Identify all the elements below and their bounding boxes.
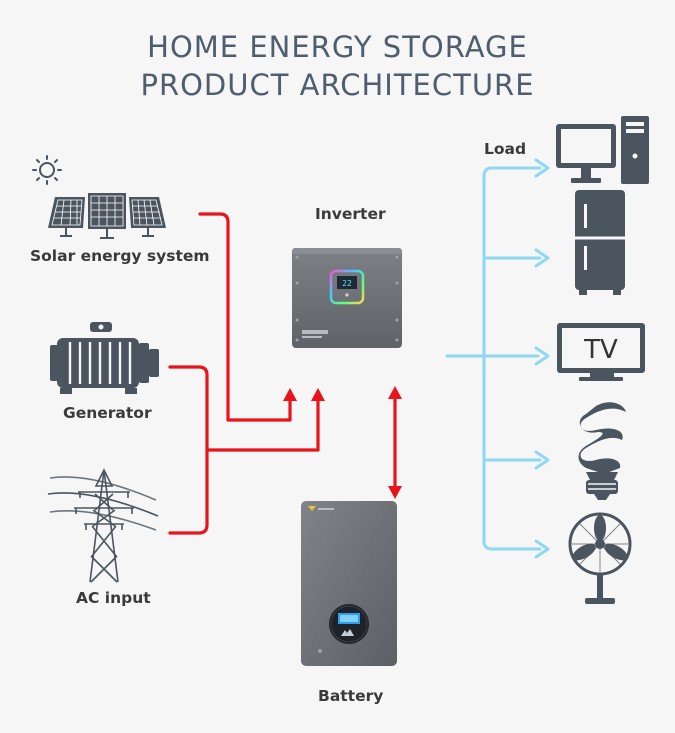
page-title-line-1: HOME ENERGY STORAGE — [147, 30, 528, 64]
refrigerator-icon — [575, 190, 625, 295]
arrow-up-generator — [311, 388, 325, 401]
power-arrowheads — [283, 386, 402, 499]
solar-panel-icon — [48, 193, 166, 239]
solar-to-inverter-line — [198, 212, 292, 422]
load-bus — [482, 166, 494, 551]
fan-icon — [568, 512, 632, 604]
ac-input-to-inverter-line — [168, 448, 209, 535]
inverter-icon: 22 — [292, 248, 402, 348]
solar-energy-system-label: Solar energy system — [30, 247, 210, 265]
svg-text:22: 22 — [342, 279, 352, 288]
light-bulb-icon — [578, 402, 626, 500]
arrow-down-battery-link — [388, 486, 402, 499]
load-arrowheads — [534, 158, 550, 559]
power-tower-icon — [47, 468, 159, 583]
page-title-line-2: PRODUCT ARCHITECTURE — [140, 68, 535, 102]
tv-label: TV — [583, 335, 618, 365]
tv-icon: TV — [557, 323, 645, 381]
load-lines — [445, 166, 542, 551]
arrow-up-battery-link — [388, 386, 402, 399]
power-lines — [168, 212, 397, 535]
arrow-up-solar — [283, 388, 297, 401]
generator-label: Generator — [63, 404, 152, 422]
battery-icon — [301, 501, 397, 666]
sun-icon — [32, 155, 62, 185]
computer-icon — [556, 116, 649, 184]
generator-to-inverter-line — [168, 365, 320, 452]
generator-icon — [50, 322, 159, 394]
battery-label: Battery — [318, 687, 384, 705]
load-label: Load — [484, 140, 527, 158]
ac-input-label: AC input — [76, 589, 151, 607]
inverter-label: Inverter — [315, 205, 386, 223]
